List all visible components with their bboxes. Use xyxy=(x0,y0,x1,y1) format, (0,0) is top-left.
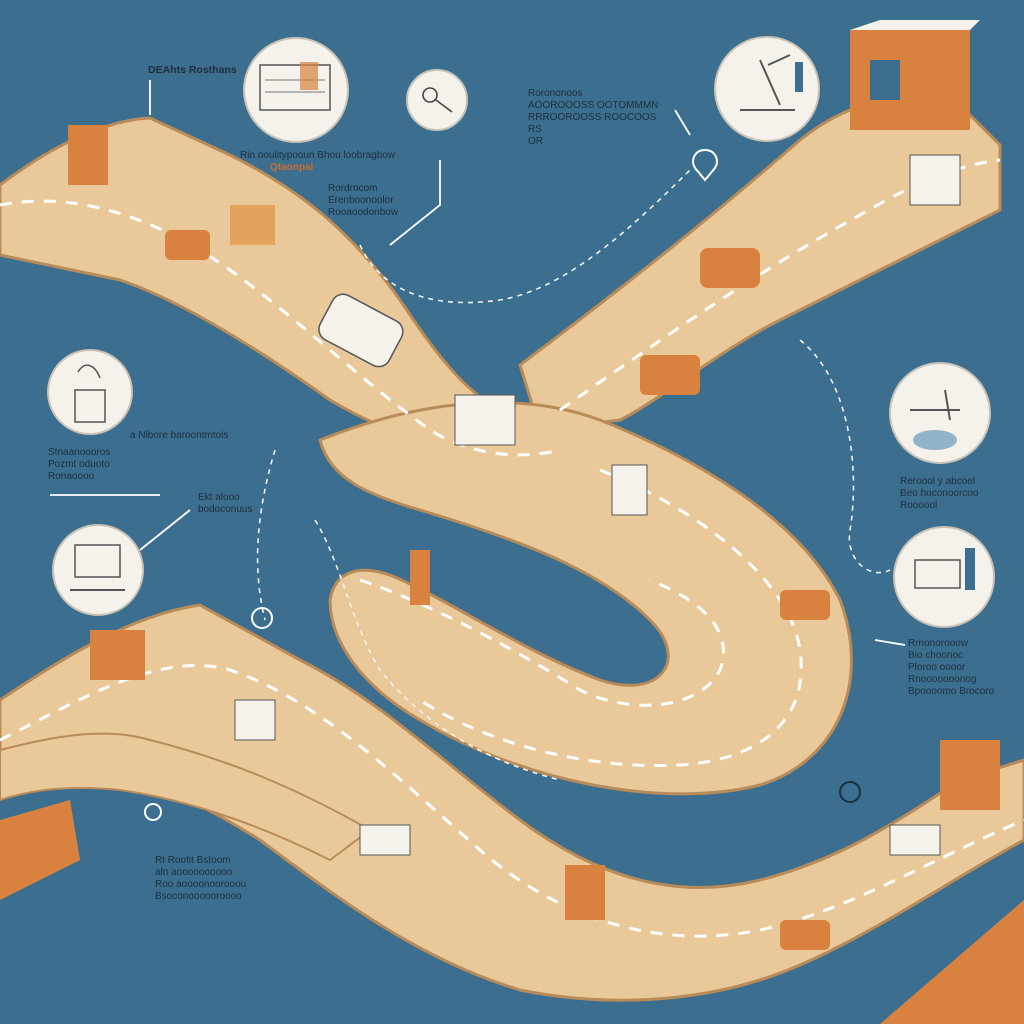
note-10-line-4: Bsoconoooooroooo xyxy=(155,891,242,902)
note-1: DEAhts Rosthans xyxy=(148,64,237,76)
note-9-line-5: Bpoooomo Brocoro xyxy=(908,686,995,697)
crate-prop-3 xyxy=(565,865,605,920)
route-right xyxy=(799,339,891,574)
keyboard-prop-2 xyxy=(889,824,941,856)
note-8: Reroool y abcoel Beo hoconoorcoo Roooool xyxy=(900,476,978,512)
note-9-line-2: Bio choonoc xyxy=(908,650,964,661)
note-10-line-1: Rt Rootit Bstoom xyxy=(155,855,231,866)
note-9-line-3: Ploroo oooor xyxy=(908,662,966,673)
note-4-line-2: AOOROOOSS OOTOMMMN xyxy=(528,100,659,111)
tower-prop xyxy=(410,550,430,605)
notebook-icon xyxy=(243,37,349,143)
cart-prop-5 xyxy=(780,590,830,620)
note-8-line-2: Beo hoconoorcoo xyxy=(900,488,979,499)
note-9-line-1: Rrnonorooow xyxy=(908,638,969,649)
callout-line-2 xyxy=(389,160,441,246)
route-mid xyxy=(314,519,561,781)
cart-prop-4 xyxy=(640,355,700,395)
orange-shore-right xyxy=(880,900,1024,1024)
note-6-line-1: a Nlbore baroontmtois xyxy=(130,430,229,441)
lane-curve-outer xyxy=(419,468,803,768)
cart-prop-1 xyxy=(165,230,210,260)
lane-markings xyxy=(0,158,1024,938)
callout-lines xyxy=(50,80,906,646)
location-pin-icon xyxy=(144,148,861,821)
road-upper-left xyxy=(0,116,522,472)
car-icon xyxy=(318,293,404,368)
note-3: Rordrocom Erenboonoolor Rooaoodonbow xyxy=(328,183,398,219)
note-10-line-3: Roo aoooonoorooou xyxy=(155,879,247,890)
key-icon xyxy=(406,69,468,131)
lane-upper-right xyxy=(559,158,1001,412)
lane-upper-left xyxy=(0,199,561,457)
screen-prop-3 xyxy=(909,154,961,206)
lane-curve-inner xyxy=(359,578,725,707)
route-paths xyxy=(256,169,891,781)
note-7-line-1: Ekt alooo xyxy=(198,492,240,503)
medallions xyxy=(47,36,995,628)
note-2-accent: Qtaonpal xyxy=(270,162,314,173)
note-4-line-4: RS xyxy=(528,124,542,135)
microscope-icon xyxy=(714,36,820,142)
note-4-line-5: OR xyxy=(528,136,543,147)
note-3-line-2: Erenboonoolor xyxy=(328,195,394,206)
callout-line-4 xyxy=(139,509,191,551)
road-network xyxy=(0,96,1024,1002)
screen-prop-1 xyxy=(611,464,648,516)
road-props xyxy=(68,20,1000,950)
note-2-line-1: Rin ooulitypooun Bhou loobragbow xyxy=(240,150,396,161)
desk-prop xyxy=(68,125,108,185)
note-9-line-4: Rnooooooonog xyxy=(908,674,977,685)
note-5-line-2: Pozmt oduoto xyxy=(48,459,110,470)
screen-prop-2 xyxy=(454,394,516,446)
note-3-line-1: Rordrocom xyxy=(328,183,378,194)
note-8-line-1: Reroool y abcoel xyxy=(900,476,976,487)
computer-icon xyxy=(52,524,144,616)
crate-prop-4 xyxy=(780,920,830,950)
cart-prop-3 xyxy=(700,248,760,288)
note-10-line-2: aln aoooooooooo xyxy=(155,867,233,878)
crate-prop-1 xyxy=(90,630,145,680)
route-top xyxy=(359,169,691,304)
workbench-icon xyxy=(893,526,995,628)
lane-lower xyxy=(0,664,1024,938)
crate-prop-2 xyxy=(234,699,276,741)
keyboard-prop-1 xyxy=(359,824,411,856)
tools-icon xyxy=(47,349,133,435)
note-4: Rorononoos AOOROOOSS OOTOMMMN RRROOROOSS… xyxy=(528,88,658,148)
note-4-line-3: RRROOROOSS ROOCOOS xyxy=(528,112,657,123)
note-7-line-2: bodoconuus xyxy=(198,504,253,515)
note-7: Ekt alooo bodoconuus xyxy=(198,492,253,516)
callout-line-6 xyxy=(674,109,691,136)
note-4-line-1: Rorononoos xyxy=(528,88,583,99)
building-icon xyxy=(850,20,980,130)
callout-line-5 xyxy=(874,639,906,646)
note-10: Rt Rootit Bstoom aln aoooooooooo Roo aoo… xyxy=(155,855,246,903)
note-5-line-1: Stnaanoooros xyxy=(48,447,111,458)
note-5: Stnaanoooros Pozmt oduoto Ronaoooo xyxy=(48,447,110,483)
road-junction-curve xyxy=(318,401,853,796)
route-left xyxy=(256,449,276,621)
note-6: a Nlbore baroontmtois xyxy=(130,430,228,442)
note-9: Rrnonorooow Bio choonoc Ploroo oooor Rno… xyxy=(908,638,994,698)
note-1-title: DEAhts Rosthans xyxy=(148,64,237,76)
note-3-line-3: Rooaoodonbow xyxy=(328,207,399,218)
cart-prop-2 xyxy=(230,205,275,245)
machine-icon xyxy=(889,362,991,464)
orange-shore-left xyxy=(0,800,80,900)
note-2: Rin ooulitypooun Bhou loobragbow Qtaonpa… xyxy=(240,150,395,174)
warehouse-icon xyxy=(940,740,1000,810)
note-8-line-3: Roooool xyxy=(900,500,938,511)
note-5-line-3: Ronaoooo xyxy=(48,471,95,482)
